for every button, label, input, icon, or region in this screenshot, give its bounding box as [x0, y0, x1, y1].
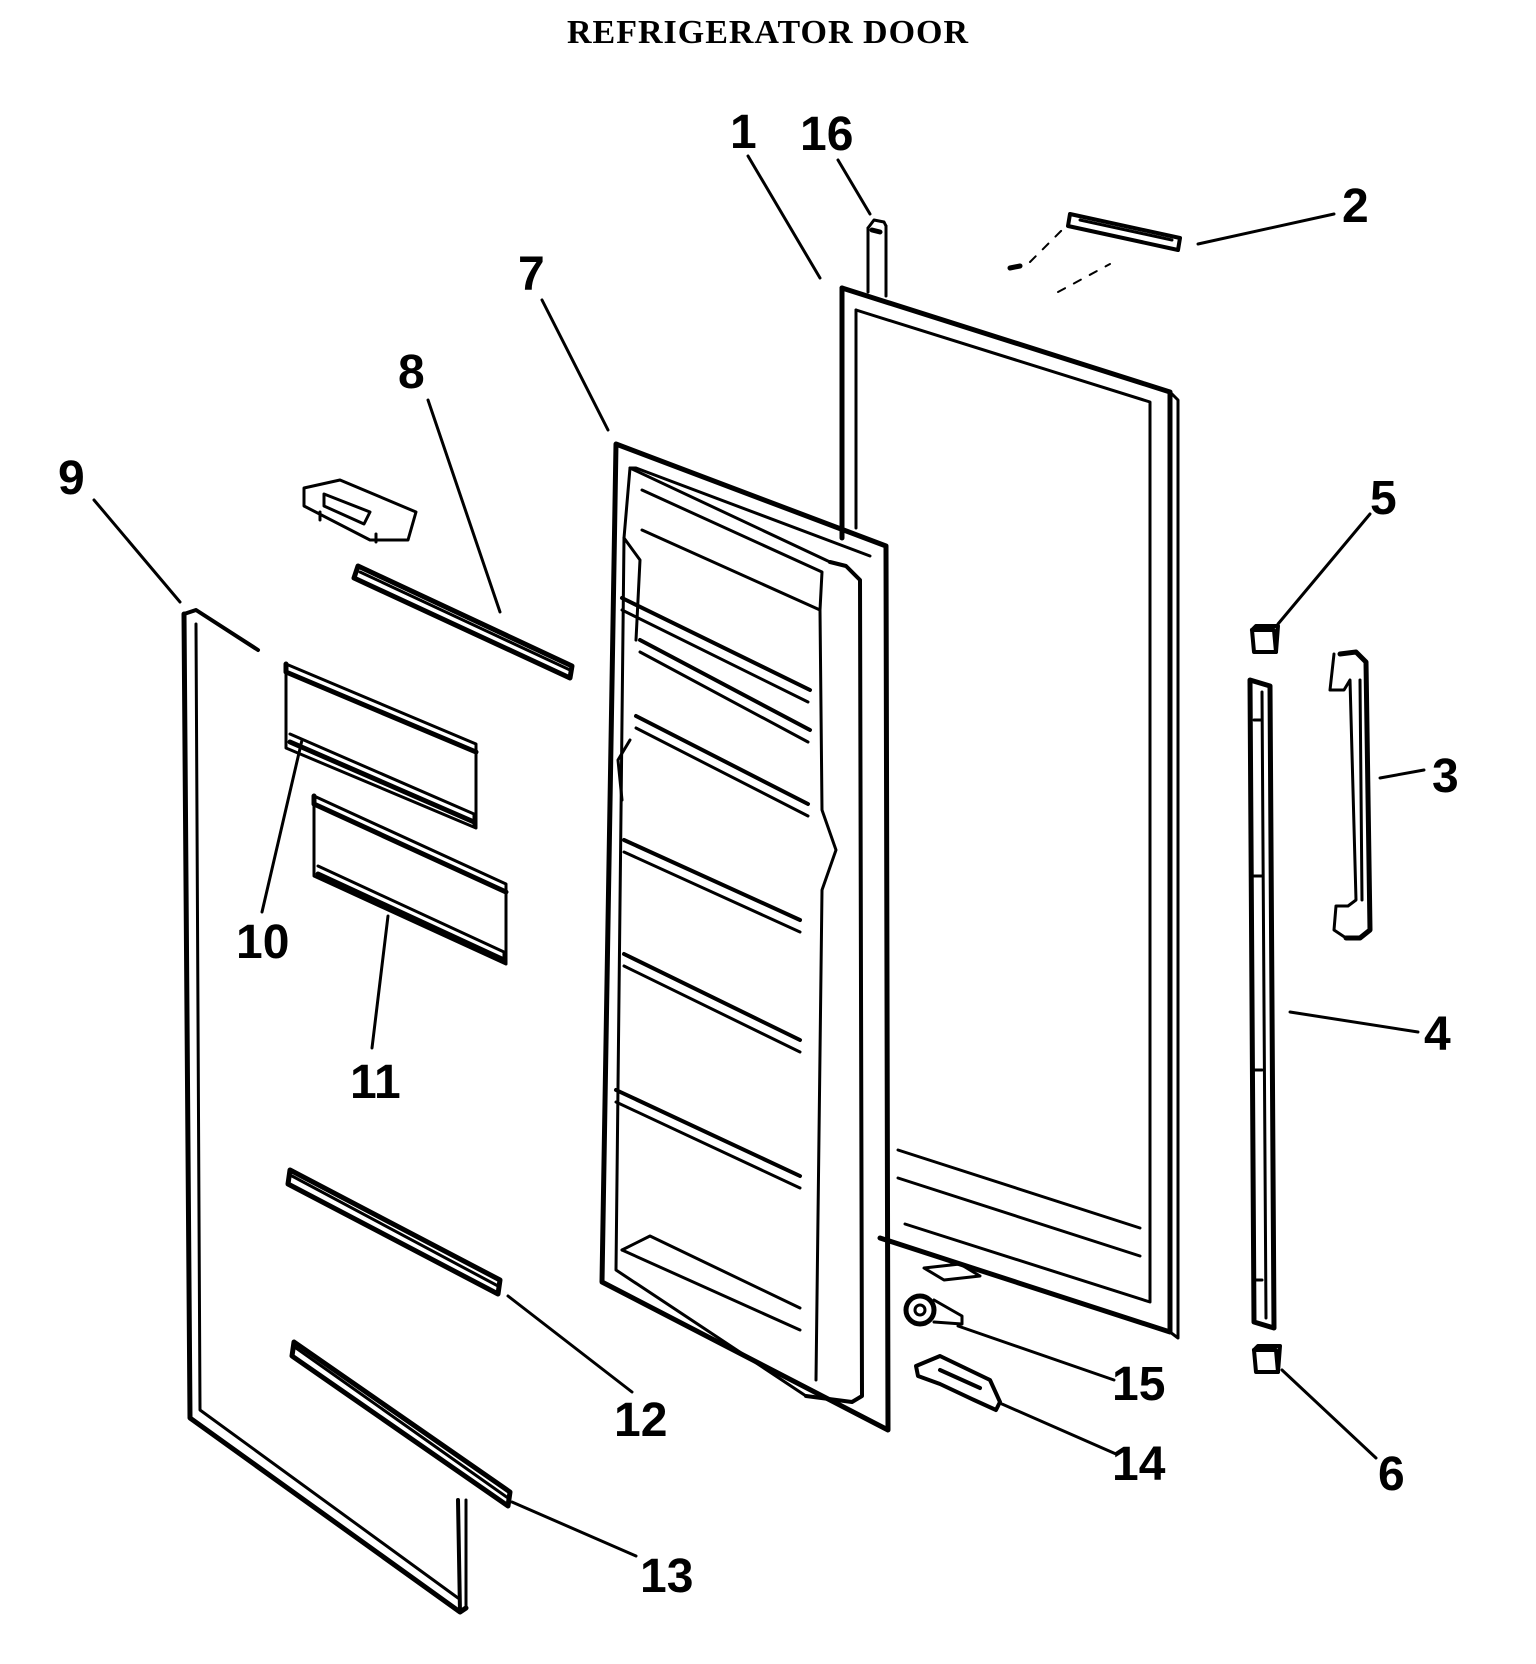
callout-6: 6	[1378, 1448, 1405, 1501]
top-trim	[1007, 212, 1182, 293]
callout-16: 16	[800, 108, 853, 161]
leader-2	[1196, 212, 1336, 246]
hinge-bushing	[903, 1262, 982, 1327]
leader-8	[426, 398, 502, 614]
leader-3	[1378, 768, 1426, 780]
callout-labels: 1 2 3 4 5 6 7 8 9 10 11 12 13 14 15 16	[58, 106, 1459, 1603]
callout-7: 7	[518, 248, 545, 301]
shelf-bin-10	[283, 661, 479, 830]
leader-13	[510, 1500, 638, 1558]
callout-4: 4	[1424, 1008, 1451, 1061]
callout-15: 15	[1112, 1358, 1165, 1411]
shelf-bracket	[302, 478, 418, 544]
door-gasket	[181, 608, 469, 1615]
leader-9	[92, 498, 182, 604]
page-title: REFRIGERATOR DOOR	[566, 14, 970, 51]
callout-13: 13	[640, 1550, 693, 1603]
callout-10: 10	[236, 916, 289, 969]
bottom-end-cap	[1252, 1344, 1282, 1374]
leader-16	[836, 158, 872, 216]
leader-4	[1288, 1010, 1420, 1034]
outer-door-panel	[839, 285, 1180, 1340]
leader-7	[540, 298, 610, 432]
inner-door-liner	[599, 441, 891, 1433]
lower-rail-13	[289, 1339, 513, 1509]
leader-6	[1280, 1368, 1378, 1460]
callout-9: 9	[58, 452, 85, 505]
hinge-pin	[866, 218, 888, 298]
leader-14	[1000, 1402, 1118, 1456]
callout-3: 3	[1432, 750, 1459, 803]
shelf-bin-11	[311, 793, 509, 966]
door-stop	[914, 1354, 1002, 1412]
leader-1	[746, 154, 822, 280]
leader-5	[1276, 512, 1372, 626]
leader-10	[260, 738, 304, 914]
leader-15	[956, 1324, 1116, 1382]
door-handle	[1328, 649, 1373, 941]
leader-11	[370, 914, 390, 1050]
leader-12	[506, 1294, 634, 1394]
callout-1: 1	[730, 106, 757, 159]
leader-lines	[92, 154, 1426, 1558]
callout-2: 2	[1342, 180, 1369, 233]
top-end-cap	[1250, 624, 1280, 654]
upper-door-rail	[351, 563, 575, 681]
callout-8: 8	[398, 346, 425, 399]
lower-rail-12	[285, 1167, 503, 1297]
callout-5: 5	[1370, 472, 1397, 525]
callout-14: 14	[1112, 1438, 1166, 1491]
handle-trim-strip	[1247, 677, 1277, 1331]
callout-11: 11	[350, 1056, 401, 1109]
callout-12: 12	[614, 1394, 667, 1447]
